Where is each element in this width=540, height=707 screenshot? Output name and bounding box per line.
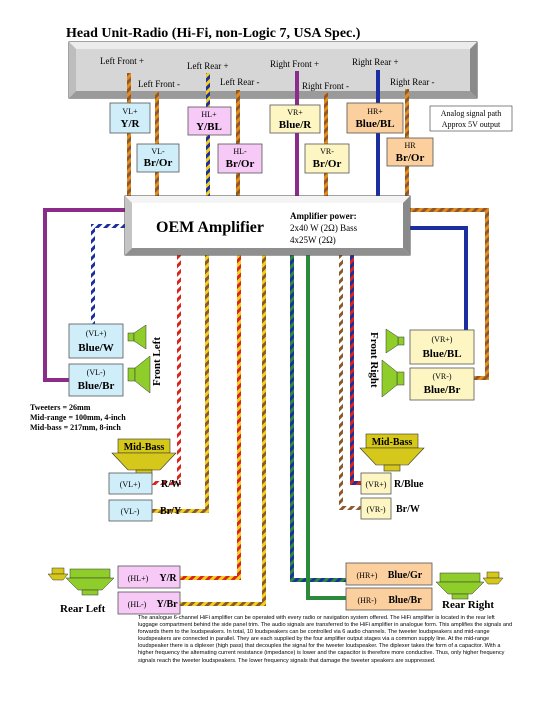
rear-left-tweeter-speaker-icon <box>47 567 69 581</box>
oem-amplifier <box>124 195 411 256</box>
midbass-left-minus-wire: Br/Y <box>160 506 182 517</box>
svg-text:(VR+): (VR+) <box>432 335 453 344</box>
svg-text:Br/Or: Br/Or <box>144 157 173 169</box>
svg-text:(HL-): (HL-) <box>128 600 147 609</box>
rear-left-woofer-speaker-icon <box>65 568 115 596</box>
head-unit <box>68 41 478 99</box>
midbass-right-plus-wire: R/Blue <box>394 479 424 490</box>
svg-text:VL-: VL- <box>151 147 165 156</box>
pin-hr-plus: HR+ Blue/BL <box>346 102 404 134</box>
svg-text:Y/R: Y/R <box>121 118 141 130</box>
svg-text:Y/R: Y/R <box>159 573 177 584</box>
rear-left-plus-box: (HL+) Y/R <box>117 565 181 589</box>
rear-right-label: Rear Right <box>442 599 494 611</box>
pin-vl-minus: VL- Br/Or <box>136 143 180 173</box>
svg-text:Blue/Br: Blue/Br <box>424 384 461 396</box>
midbass-right-speaker-icon <box>359 433 425 472</box>
svg-text:VR+: VR+ <box>287 108 303 117</box>
midbass-left-plus-box: (VL+) <box>108 472 153 495</box>
midbass-right-plus-box: (VR+) <box>360 472 392 495</box>
svg-text:(HR-): (HR-) <box>357 596 376 605</box>
svg-text:Blue/Gr: Blue/Gr <box>388 570 423 581</box>
out-label-right-front-plus: Right Front + <box>270 59 319 69</box>
spec-tweeters: Tweeters = 26mm <box>30 403 91 412</box>
amplifier-power-bass: 2x40 W (2Ω) Bass <box>290 223 358 233</box>
rear-left-label: Rear Left <box>60 603 106 615</box>
svg-text:HL+: HL+ <box>201 110 217 119</box>
pin-hr-minus: HR Br/Or <box>386 137 434 167</box>
spec-midbass: Mid-bass = 217mm, 8-inch <box>30 423 121 432</box>
amplifier-title: OEM Amplifier <box>156 219 264 236</box>
svg-text:Blue/Br: Blue/Br <box>78 380 115 392</box>
out-label-left-front-minus: Left Front - <box>138 79 180 89</box>
rear-right-tweeter-speaker-icon <box>482 571 504 585</box>
pin-vl-plus: VL+ Y/R <box>109 102 151 134</box>
svg-text:Analog signal path: Analog signal path <box>441 109 501 118</box>
out-label-left-rear-minus: Left Rear - <box>220 77 259 87</box>
amplifier-power-label: Amplifier power: <box>290 211 357 221</box>
svg-text:(VL-): (VL-) <box>87 368 106 377</box>
analog-signal-note: Analog signal path Approx 5V output <box>429 105 513 132</box>
rear-left-minus-box: (HL-) Y/Br <box>117 591 181 615</box>
svg-text:HR+: HR+ <box>367 107 383 116</box>
midbass-left-label: Mid-Bass <box>124 442 165 453</box>
diagram-title: Head Unit-Radio (Hi-Fi, non-Logic 7, USA… <box>66 26 361 41</box>
svg-text:Br/Or: Br/Or <box>396 152 425 164</box>
svg-text:Y/Br: Y/Br <box>156 599 178 610</box>
midbass-right-minus-wire: Br/W <box>396 504 420 515</box>
svg-text:Blue/R: Blue/R <box>279 119 312 131</box>
front-left-label: Front Left <box>151 337 163 386</box>
spec-midrange: Mid-range = 100mm, 4-inch <box>30 413 126 422</box>
description-text: The analogue 6-channel HiFi amplifier ca… <box>138 615 513 664</box>
out-label-right-front-minus: Right Front - <box>302 81 349 91</box>
svg-text:(VR-): (VR-) <box>432 372 451 381</box>
front-left-midrange-speaker-icon <box>127 355 151 394</box>
rear-right-minus-box: (HR-) Blue/Br <box>345 587 433 611</box>
out-label-right-rear-minus: Right Rear - <box>390 77 435 87</box>
pin-hl-plus: HL+ Y/BL <box>187 106 232 136</box>
out-label-left-front-plus: Left Front + <box>100 56 144 66</box>
svg-text:(VL+): (VL+) <box>120 480 141 489</box>
front-right-minus-box: (VR-) Blue/Br <box>409 367 475 401</box>
front-right-tweeter-speaker-icon <box>385 328 405 354</box>
front-left-tweeter-speaker-icon <box>127 324 147 350</box>
midbass-left-plus-wire: R/W <box>161 479 181 490</box>
front-left-minus-box: (VL-) Blue/Br <box>68 363 124 397</box>
svg-text:VL+: VL+ <box>122 107 138 116</box>
pin-vr-plus: VR+ Blue/R <box>269 104 321 134</box>
svg-text:Approx 5V output: Approx 5V output <box>442 120 501 129</box>
pin-vr-minus: VR- Br/Or <box>304 143 350 174</box>
svg-text:HR: HR <box>404 141 416 150</box>
svg-text:VR-: VR- <box>320 147 334 156</box>
front-right-midrange-speaker-icon <box>381 359 405 398</box>
svg-text:(VR+): (VR+) <box>366 480 387 489</box>
svg-text:Br/Or: Br/Or <box>226 158 255 170</box>
svg-text:(HL+): (HL+) <box>128 574 149 583</box>
svg-text:(VR-): (VR-) <box>366 505 385 514</box>
svg-text:(VL+): (VL+) <box>86 329 107 338</box>
svg-text:Br/Or: Br/Or <box>313 158 342 170</box>
rear-right-woofer-speaker-icon <box>435 572 485 600</box>
out-label-left-rear-plus: Left Rear + <box>187 61 229 71</box>
midbass-left-minus-box: (VL-) <box>108 499 153 522</box>
midbass-right-label: Mid-Bass <box>372 437 413 448</box>
wires-amp-to-speakers <box>43 208 489 606</box>
svg-text:HL-: HL- <box>233 147 247 156</box>
svg-text:(VL-): (VL-) <box>121 507 140 516</box>
front-right-plus-box: (VR+) Blue/BL <box>409 329 475 365</box>
svg-text:Blue/Br: Blue/Br <box>388 595 422 606</box>
out-label-right-rear-plus: Right Rear + <box>352 57 399 67</box>
svg-text:(HR+): (HR+) <box>357 571 378 580</box>
svg-text:Blue/W: Blue/W <box>78 342 113 354</box>
svg-text:Y/BL: Y/BL <box>196 121 222 133</box>
midbass-right-minus-box: (VR-) <box>360 497 392 520</box>
pin-hl-minus: HL- Br/Or <box>217 143 263 174</box>
amplifier-power-4x25: 4x25W (2Ω) <box>290 235 336 245</box>
rear-right-plus-box: (HR+) Blue/Gr <box>345 562 433 586</box>
front-left-plus-box: (VL+) Blue/W <box>68 323 124 359</box>
svg-text:Blue/BL: Blue/BL <box>422 348 461 360</box>
front-right-label: Front Right <box>368 332 380 388</box>
svg-text:Blue/BL: Blue/BL <box>355 118 394 130</box>
